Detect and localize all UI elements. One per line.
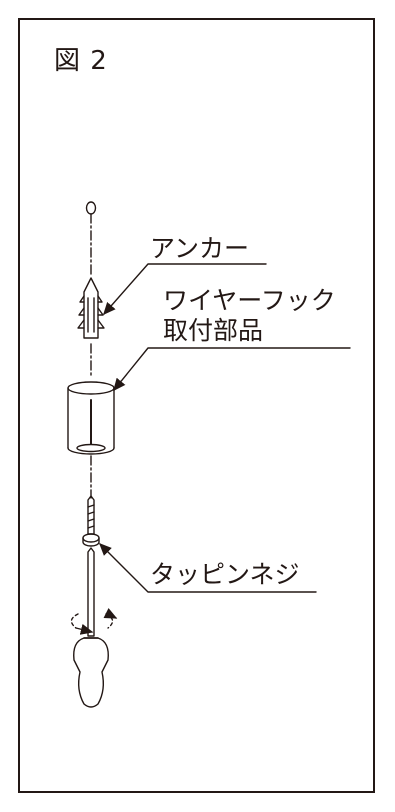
anchor-icon [77, 277, 105, 339]
figure-frame [18, 18, 375, 793]
label-wire-hook-part-line1: ワイヤーフック [163, 286, 336, 315]
figure-title: 図 2 [54, 46, 108, 76]
rotation-arrow-icon [70, 607, 118, 635]
screwdriver-icon [73, 547, 109, 708]
label-tapping-screw: タッピンネジ [150, 560, 300, 589]
leader-anchor [103, 263, 267, 316]
leader-wire-hook-part [113, 347, 351, 392]
label-anchor: アンカー [150, 234, 250, 263]
leader-tapping-screw [99, 543, 317, 593]
tapping-screw-icon [82, 495, 100, 547]
label-wire-hook-part-line2: 取付部品 [163, 316, 264, 345]
wall-hole-icon [85, 201, 97, 215]
wire-hook-mounting-part-icon [67, 381, 115, 455]
